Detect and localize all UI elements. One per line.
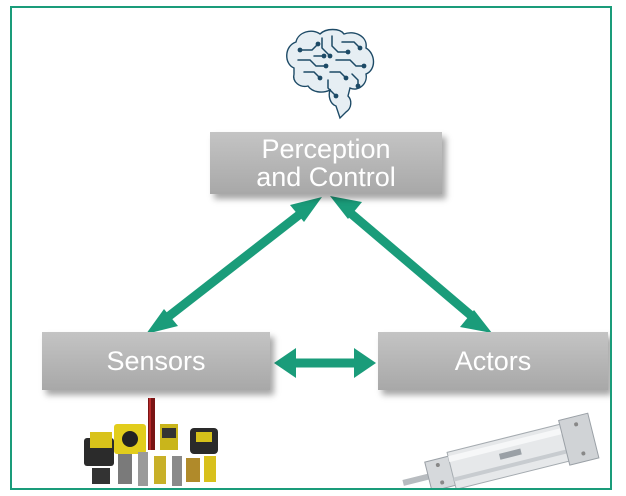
sensors-node: Sensors: [42, 332, 270, 390]
actors-node: Actors: [378, 332, 608, 390]
actors-label: Actors: [454, 346, 532, 376]
arrow-perception-actors: [330, 196, 492, 333]
arrow-sensors-actors: [274, 348, 376, 378]
diagram-frame: Perception and Control Sensors Actors: [10, 6, 612, 490]
perception-label-line2: and Control: [256, 162, 396, 192]
brain-circuit-icon: [286, 28, 375, 120]
sensors-label: Sensors: [106, 346, 206, 376]
pneumatic-cylinder-photo: [402, 412, 600, 488]
connection-arrows: [146, 196, 492, 378]
sensor-devices-photo: [84, 398, 218, 486]
arrow-perception-sensors: [146, 197, 322, 334]
perception-control-node: Perception and Control: [210, 132, 442, 194]
perception-label-line1: Perception: [261, 134, 391, 164]
